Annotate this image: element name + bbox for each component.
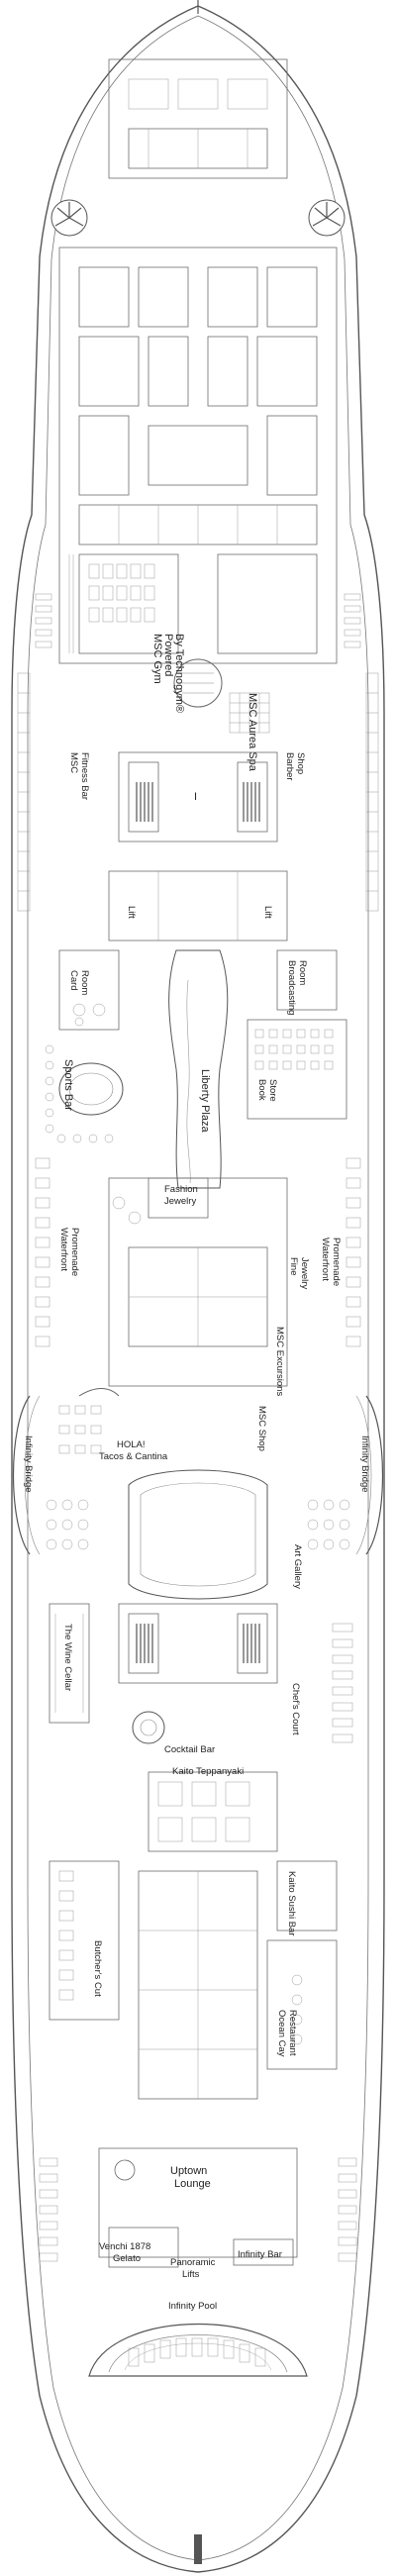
- gym-label-line3: By Technogym®: [173, 634, 185, 713]
- fitness-bar-label-line2: Fitness Bar: [79, 752, 90, 800]
- hola-label-line2: Tacos & Cantina: [99, 1451, 168, 1462]
- panoramic-lifts-label-line2: Lifts: [182, 2269, 200, 2280]
- waterfront-promenade-stbd-line2: Promenade: [331, 1238, 342, 1286]
- kaito-teppanyaki-label: Kaito Teppanyaki: [172, 1766, 244, 1777]
- ocean-cay-label-line2: Restaurant: [287, 2010, 298, 2056]
- stern-detail: [194, 2534, 202, 2564]
- port-cabin-strip: [17, 672, 31, 912]
- wine-cellar-label: The Wine Cellar: [62, 1624, 73, 1691]
- book-store-label-line1: Book: [256, 1079, 267, 1101]
- book-store-area: [247, 1019, 347, 1120]
- fan-icon: [50, 199, 88, 237]
- kaito-teppanyaki-area: [148, 1771, 278, 1852]
- bridge-seating-port: [46, 1499, 89, 1550]
- chefs-court-label: Chef's Court: [290, 1683, 301, 1735]
- spa-grid: [229, 692, 270, 734]
- lift-lobby-mid: [108, 870, 288, 941]
- cocktail-bar-label: Cocktail Bar: [164, 1744, 215, 1755]
- uptown-lounge-label-line2: Lounge: [174, 2178, 211, 2190]
- barber-shop-label-line2: Shop: [295, 752, 306, 774]
- cocktail-bar-area: [132, 1711, 165, 1744]
- venchi-label-line1: Venchi 1878: [99, 2241, 150, 2252]
- side-loungers: [35, 593, 361, 648]
- liberty-plaza-shape: [168, 949, 229, 1189]
- bow-structures: [108, 58, 288, 179]
- butchers-cut-area: [49, 1860, 120, 2021]
- infinity-pool: [88, 2324, 308, 2377]
- wine-cellar-area: [49, 1603, 90, 1724]
- lift-bank-forward: I: [118, 751, 278, 842]
- central-oval-space: [128, 1469, 268, 1600]
- hola-label-line1: HOLA!: [117, 1439, 146, 1450]
- uptown-lounge-area: [98, 2147, 298, 2258]
- kaito-sushi-bar-label: Kaito Sushi Bar: [286, 1871, 297, 1935]
- ocean-cay-area: [266, 1939, 338, 2070]
- sports-bar-label: Sports Bar: [62, 1059, 74, 1111]
- infinity-bridge-label-port: Infinity Bridge: [23, 1436, 34, 1493]
- barber-shop-label-line1: Barber: [284, 752, 295, 781]
- liberty-plaza-label: Liberty Plaza: [199, 1069, 211, 1133]
- msc-shop-label: MSC Shop: [256, 1406, 267, 1451]
- aft-side-loungers: [39, 2157, 357, 2262]
- infinity-pool-label: Infinity Pool: [168, 2301, 217, 2312]
- waterfront-promenade-port-line1: Waterfront: [58, 1228, 69, 1271]
- panoramic-lifts-label-line1: Panoramic: [170, 2257, 216, 2268]
- lift-bank-aft: [118, 1603, 278, 1684]
- infinity-bridge-stbd: [355, 1395, 384, 1555]
- central-service-block: [138, 1870, 258, 2100]
- fine-jewelry-label-line2: Jewelry: [299, 1257, 310, 1289]
- lift-marker-forward: I: [194, 791, 197, 803]
- starboard-restaurant-seating: [332, 1623, 353, 1743]
- fan-icon: [308, 199, 346, 237]
- aurea-spa-label: MSC Aurea Spa: [247, 693, 258, 772]
- gym-label-line1: MSC Gym: [151, 634, 163, 684]
- card-room-label-line1: Card: [68, 970, 79, 991]
- lift-label-port-mid: Lift: [126, 906, 137, 919]
- broadcasting-label-line1: Broadcasting: [286, 960, 297, 1015]
- infinity-bridge-port: [12, 1395, 41, 1555]
- promenade-side-seating: [35, 1157, 361, 1347]
- fitness-bar-label-line1: MSC: [68, 752, 79, 773]
- waterfront-promenade-stbd-line1: Waterfront: [320, 1238, 331, 1281]
- bridge-seating-stbd: [307, 1499, 350, 1550]
- hola-tacos-area: [58, 1388, 120, 1454]
- card-room-label-line2: Room: [79, 970, 90, 995]
- infinity-bar-label: Infinity Bar: [238, 2249, 282, 2260]
- waterfront-promenade-port-line2: Promenade: [69, 1228, 80, 1276]
- lift-label-stbd-mid: Lift: [262, 906, 273, 919]
- fine-jewelry-label-line1: Fine: [288, 1257, 299, 1275]
- butchers-cut-label: Butcher's Cut: [92, 1940, 103, 1997]
- fitness-circle: [173, 658, 223, 708]
- gym-label-line2: Powered: [162, 634, 174, 676]
- kaito-sushi-bar-area: [276, 1860, 338, 1932]
- broadcasting-room-area: [276, 949, 338, 1011]
- venchi-label-line2: Gelato: [113, 2253, 141, 2264]
- fashion-jewelry-area: [112, 1177, 209, 1225]
- art-gallery-label: Art Gallery: [292, 1544, 303, 1589]
- ocean-cay-label-line1: Ocean Cay: [276, 2010, 287, 2057]
- uptown-lounge-label-line1: Uptown: [170, 2165, 207, 2177]
- broadcasting-label-line2: Room: [297, 960, 308, 985]
- infinity-bar-area: [233, 2238, 294, 2266]
- starboard-cabin-strip: [365, 672, 379, 912]
- fashion-jewelry-label-line1: Fashion: [164, 1184, 198, 1195]
- msc-excursions-label: MSC Excursions: [274, 1327, 285, 1396]
- book-store-label-line2: Store: [267, 1079, 278, 1102]
- spa-gym-rooms: [58, 247, 338, 664]
- fashion-jewelry-label-line2: Jewelry: [164, 1196, 196, 1207]
- sports-bar-area: [45, 1044, 124, 1143]
- card-room-area: [58, 949, 120, 1031]
- venchi-gelato-area: [108, 2227, 179, 2268]
- infinity-bridge-label-stbd: Infinity Bridge: [359, 1436, 370, 1493]
